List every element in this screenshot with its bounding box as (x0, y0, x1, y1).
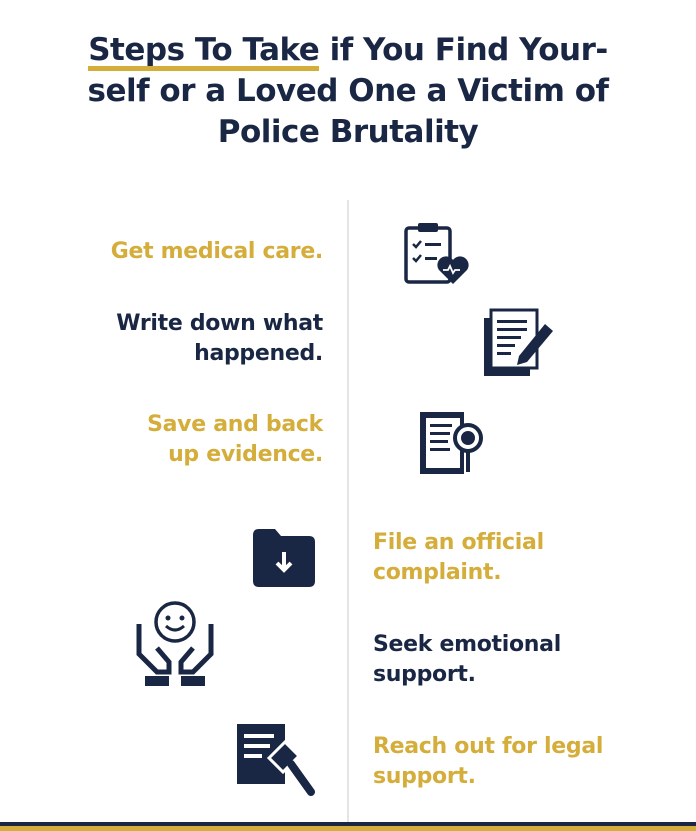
title-highlight: Steps To Take (88, 32, 320, 68)
center-divider (347, 200, 349, 822)
page-title: Steps To Take if You Find Your- self or … (87, 32, 609, 150)
medical-clipboard-icon (404, 223, 469, 284)
gavel-document-icon (237, 724, 315, 796)
hands-smiley-icon (136, 601, 214, 686)
document-pen-icon (484, 308, 553, 376)
document-magnifier-icon (420, 412, 483, 474)
step-medical-care: Get medical care. (110, 239, 324, 264)
folder-download-icon (253, 529, 315, 587)
footer-bar-navy (0, 822, 696, 826)
footer-bar-gold (0, 826, 696, 831)
